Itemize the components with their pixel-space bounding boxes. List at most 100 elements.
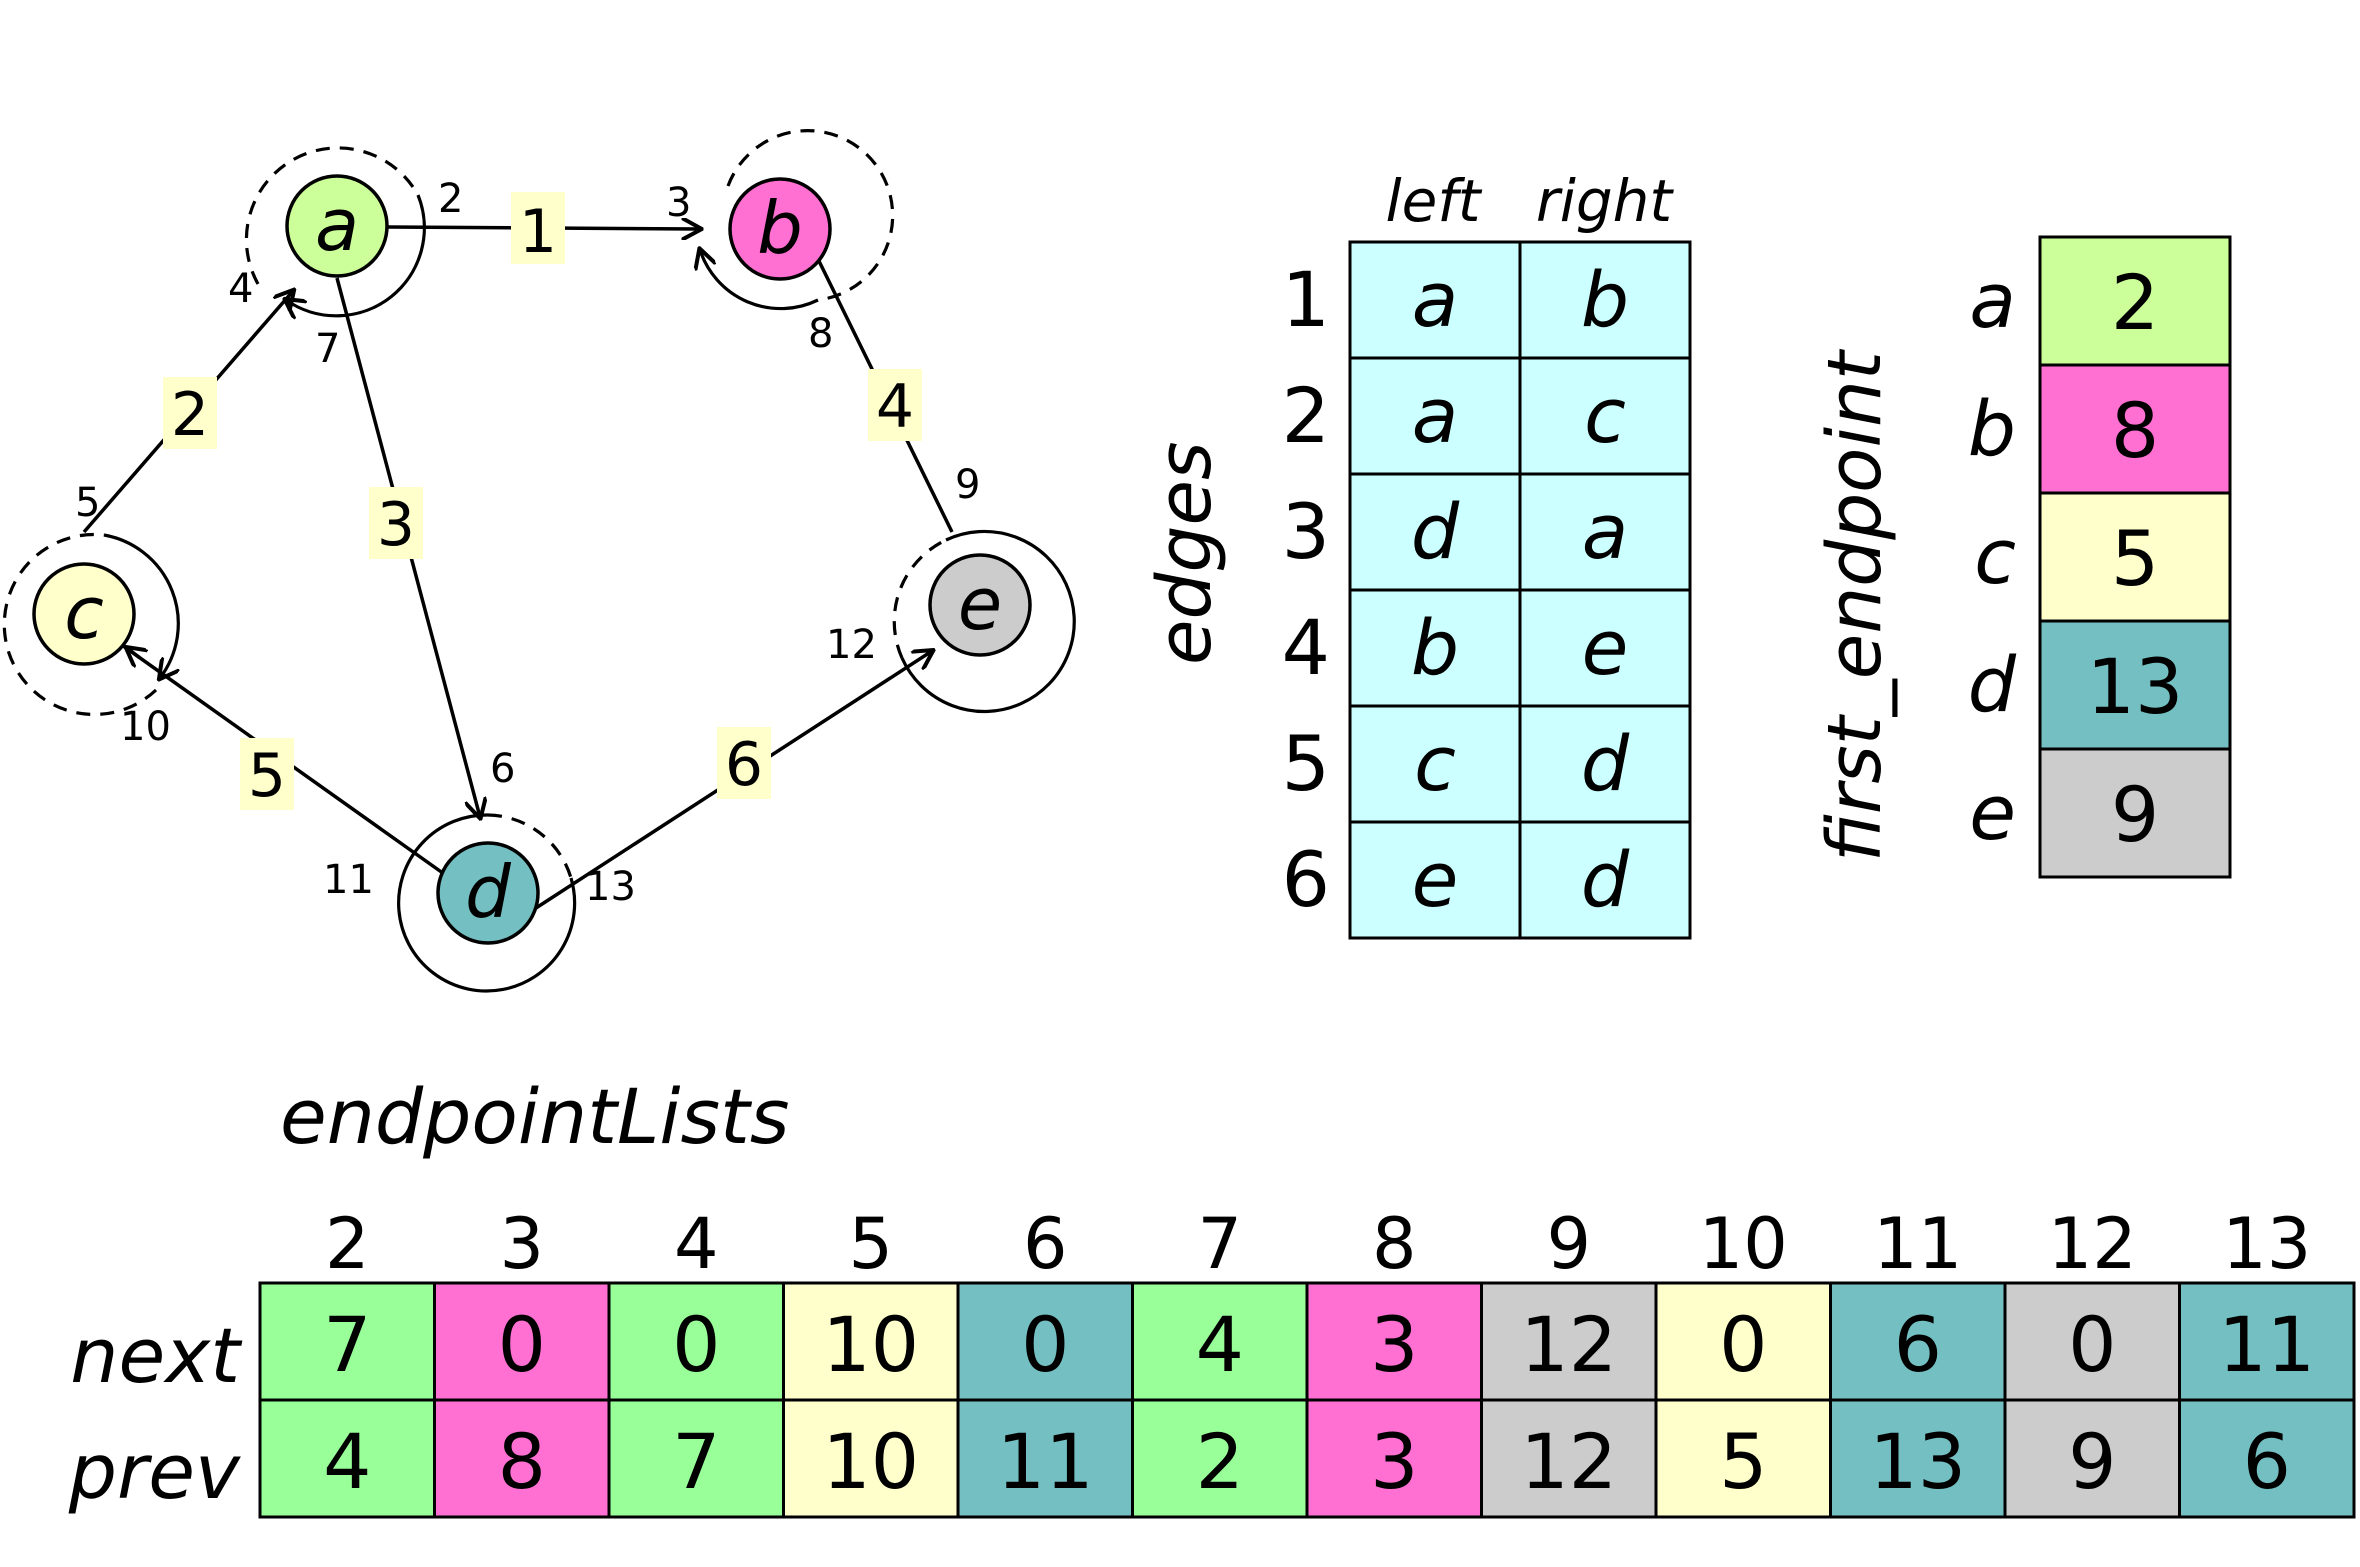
edges-cell-value: a xyxy=(1412,255,1459,344)
vertex-a: a xyxy=(285,174,389,278)
endpoint-lists-column-header: 11 xyxy=(1873,1203,1962,1285)
endpoint-lists-column-header: 12 xyxy=(2048,1203,2137,1285)
endpoint-lists-prev-value: 4 xyxy=(323,1417,371,1506)
endpoint-lists-prev-value: 8 xyxy=(498,1417,546,1506)
endpoint-lists-column-header: 3 xyxy=(499,1203,544,1285)
vertex-e-label: e xyxy=(958,562,1002,646)
endpoint-lists-prev-cell xyxy=(2003,1398,2181,1519)
edges-cell-value: c xyxy=(1584,371,1626,460)
endpoint-lists-row-next: next xyxy=(70,1311,243,1400)
edges-table-title: edges xyxy=(1142,441,1228,665)
arc-d-solid xyxy=(397,813,577,993)
arc-b-dashed xyxy=(726,129,895,302)
edge-label-4: 4 xyxy=(876,372,914,442)
endpoint-label-4: 4 xyxy=(228,266,253,312)
endpoint-lists-next-value: 10 xyxy=(822,1300,919,1389)
edges-column-left: left xyxy=(1386,167,1483,235)
edges-cell-value: d xyxy=(1581,719,1630,808)
endpoint-lists-next-value: 7 xyxy=(323,1300,371,1389)
edge-line-5-arrow xyxy=(127,648,140,658)
edges-cell-value: e xyxy=(1412,835,1459,924)
endpoint-lists-prev-cell xyxy=(1480,1398,1658,1519)
edges-cell-value: b xyxy=(1411,603,1459,692)
endpoint-lists-prev-value: 7 xyxy=(672,1417,720,1506)
endpoint-label-9: 9 xyxy=(955,462,980,508)
endpoint-lists-next-cell xyxy=(782,1281,960,1402)
endpoint-lists-prev-value: 5 xyxy=(1719,1417,1767,1506)
endpoint-lists-column-header: 6 xyxy=(1023,1203,1068,1285)
endpoint-lists-prev-value: 3 xyxy=(1370,1417,1418,1506)
vertex-c: c xyxy=(32,562,136,666)
edges-cell-value: c xyxy=(1414,719,1456,808)
edges-cell xyxy=(1518,820,1692,940)
endpoint-label-11: 11 xyxy=(323,857,374,903)
arc-e-dashed xyxy=(892,538,947,659)
vertex-c-circle xyxy=(32,562,136,666)
endpoint-lists-prev-value: 2 xyxy=(1196,1417,1244,1506)
endpoint-label-8: 8 xyxy=(808,311,833,357)
endpoint-lists-columns: 2743084075101060117428339121210051161312… xyxy=(258,1203,2356,1519)
endpoint-label-2: 2 xyxy=(438,176,463,222)
vertex-d-label: d xyxy=(465,850,512,934)
edges-cell-value: e xyxy=(1582,603,1629,692)
endpoint-lists-table: endpointLists next prev 2743084075101060… xyxy=(68,1072,2356,1519)
edge-label-bg-3 xyxy=(369,487,423,559)
vertex-c-label: c xyxy=(64,571,104,655)
first-endpoint-row-label: a xyxy=(1969,256,2016,345)
endpoint-lists-next-value: 3 xyxy=(1370,1300,1418,1389)
endpoint-lists-prev-cell xyxy=(433,1398,611,1519)
endpoint-lists-column-header: 7 xyxy=(1197,1203,1242,1285)
endpoint-label-13: 13 xyxy=(585,864,636,910)
vertex-d: d xyxy=(436,841,540,945)
edge-label-2: 2 xyxy=(171,380,209,450)
edges-cell-value: d xyxy=(1581,835,1630,924)
graph: a b c d e 1 2 3 4 5 xyxy=(2,129,1076,993)
endpoint-lists-column-header: 5 xyxy=(848,1203,893,1285)
endpoint-lists-row-prev: prev xyxy=(68,1427,241,1516)
edge-label-bg-2 xyxy=(163,377,217,449)
first-endpoint-value: 13 xyxy=(2087,642,2184,731)
vertex-b-label: b xyxy=(757,186,803,270)
endpoint-lists-prev-value: 6 xyxy=(2243,1417,2291,1506)
endpoint-lists-prev-cell xyxy=(782,1398,960,1519)
first-endpoint-cell xyxy=(2038,491,2232,623)
edges-cell xyxy=(1518,472,1692,592)
endpoint-label-3: 3 xyxy=(666,180,691,226)
first-endpoint-cell xyxy=(2038,619,2232,751)
arc-e-solid xyxy=(900,529,1076,714)
endpoint-lists-column-header: 13 xyxy=(2222,1203,2311,1285)
first-endpoint-value: 9 xyxy=(2111,770,2159,859)
arc-c-dashed xyxy=(2,532,158,717)
vertex-d-circle xyxy=(436,841,540,945)
edges-cell xyxy=(1348,588,1522,708)
first-endpoint-row-label: c xyxy=(1974,512,2016,601)
edges-cell xyxy=(1518,704,1692,824)
endpoint-lists-prev-cell xyxy=(1305,1398,1483,1519)
endpoint-lists-prev-value: 12 xyxy=(1520,1417,1617,1506)
endpoint-lists-next-value: 0 xyxy=(1021,1300,1069,1389)
endpoint-lists-prev-value: 9 xyxy=(2068,1417,2116,1506)
endpoint-label-6: 6 xyxy=(490,746,515,792)
endpoint-label-10: 10 xyxy=(120,704,171,750)
endpoint-lists-next-value: 0 xyxy=(672,1300,720,1389)
edge-label-bg-6 xyxy=(717,727,771,799)
rotation-arcs xyxy=(2,129,1076,993)
edge-labels: 1 2 3 4 5 6 xyxy=(163,192,922,811)
endpoint-label-7: 7 xyxy=(315,326,340,372)
edge-label-1: 1 xyxy=(519,197,557,267)
edges-row-label: 4 xyxy=(1282,603,1330,692)
first-endpoint-value: 2 xyxy=(2111,258,2159,347)
endpoint-lists-next-value: 6 xyxy=(1894,1300,1942,1389)
endpoint-lists-column-header: 8 xyxy=(1372,1203,1417,1285)
endpoint-lists-column-header: 10 xyxy=(1699,1203,1788,1285)
edges-cell xyxy=(1348,704,1522,824)
edge-label-5: 5 xyxy=(248,741,286,811)
first-endpoint-row-label: d xyxy=(1968,640,2017,729)
edges-row-label: 5 xyxy=(1282,719,1330,808)
edges-cell-value: d xyxy=(1411,487,1460,576)
first-endpoint-cell xyxy=(2038,747,2232,879)
vertex-b-circle xyxy=(728,177,832,281)
